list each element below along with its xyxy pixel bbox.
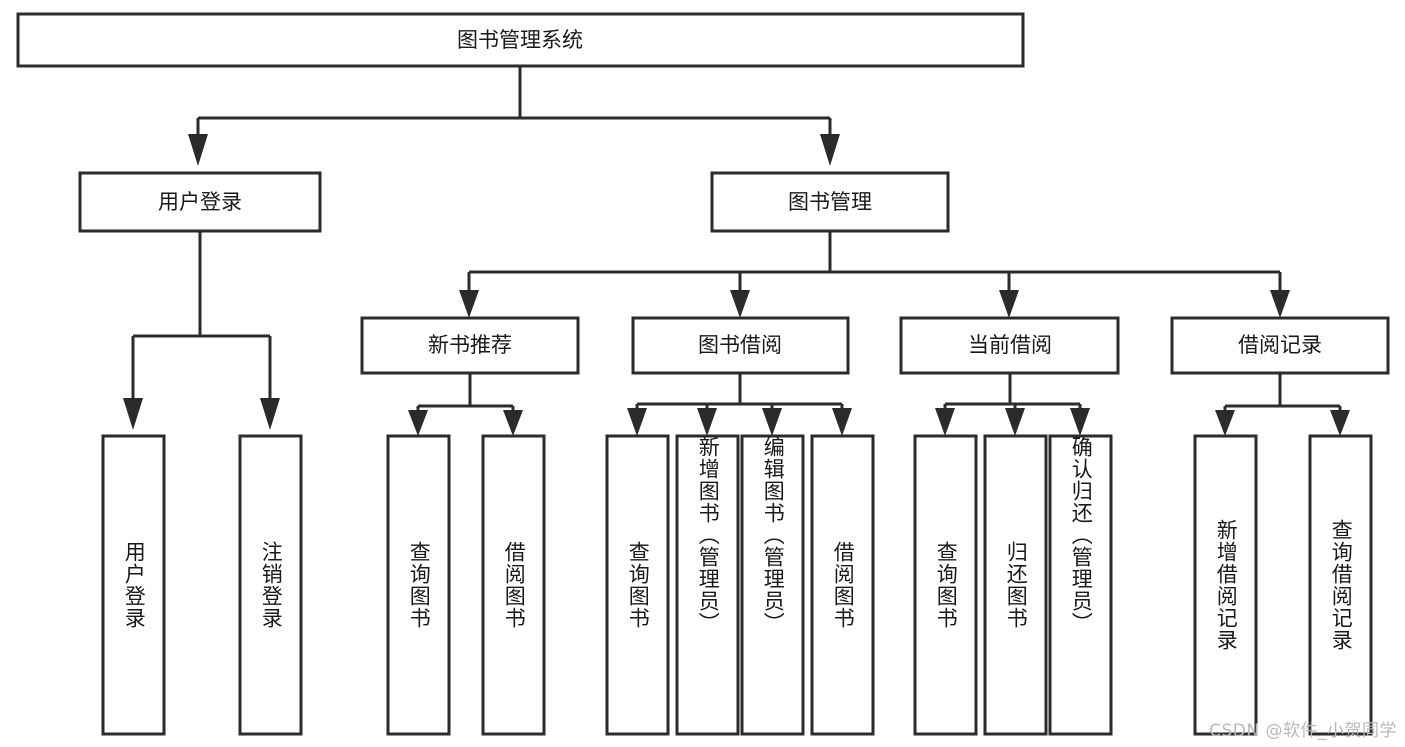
node-book-management[interactable]: 图书管理 bbox=[710, 171, 950, 233]
watermark-text: CSDN @软件_小贺同学 bbox=[1209, 721, 1397, 741]
leaf-box-add-borrow-record[interactable] bbox=[1193, 434, 1258, 736]
leaf-box-query-book-recommend[interactable] bbox=[386, 434, 451, 736]
node-borrow-record[interactable]: 借阅记录 bbox=[1170, 316, 1390, 375]
node-book-borrow-box bbox=[631, 316, 850, 375]
leaf-box-borrow-book[interactable] bbox=[810, 434, 875, 736]
arrow-head-book-borrow-3 bbox=[762, 408, 782, 436]
node-book-borrow[interactable]: 图书借阅 bbox=[631, 316, 850, 375]
leaf-box-add-book-admin[interactable] bbox=[675, 434, 740, 736]
leaf-box-return-book[interactable] bbox=[983, 434, 1048, 736]
arrow-head-level3-3 bbox=[999, 290, 1019, 318]
node-root[interactable]: 图书管理系统 bbox=[16, 12, 1025, 68]
arrow-head-level2-1 bbox=[188, 134, 208, 166]
arrow-head-level3-2 bbox=[730, 290, 750, 318]
arrow-head-current-borrow-1 bbox=[935, 408, 955, 436]
arrow-head-current-borrow-3 bbox=[1070, 408, 1090, 436]
node-borrow-record-box bbox=[1170, 316, 1390, 375]
arrow-head-book-borrow-1 bbox=[627, 408, 647, 436]
node-new-book-recommend-label: 新书推荐 bbox=[428, 333, 512, 357]
arrow-head-new-book-2 bbox=[503, 410, 523, 436]
arrow-head-book-borrow-4 bbox=[832, 408, 852, 436]
leaf-box-user-login[interactable] bbox=[101, 434, 166, 736]
node-borrow-record-label: 借阅记录 bbox=[1238, 333, 1322, 357]
node-book-management-label: 图书管理 bbox=[788, 190, 872, 214]
node-current-borrow-box bbox=[899, 316, 1120, 375]
node-user-login-label: 用户登录 bbox=[158, 190, 242, 214]
node-current-borrow[interactable]: 当前借阅 bbox=[899, 316, 1120, 375]
arrow-head-new-book-1 bbox=[408, 410, 428, 436]
arrow-head-borrow-record-2 bbox=[1330, 410, 1350, 436]
leaf-box-query-book-current[interactable] bbox=[913, 434, 978, 736]
arrow-head-level3-4 bbox=[1270, 290, 1290, 318]
node-user-login[interactable]: 用户登录 bbox=[78, 171, 322, 233]
arrow-head-book-borrow-2 bbox=[697, 408, 717, 436]
node-root-label: 图书管理系统 bbox=[457, 28, 583, 52]
leaf-box-edit-book-admin[interactable] bbox=[740, 434, 805, 736]
node-current-borrow-label: 当前借阅 bbox=[968, 333, 1052, 357]
leaf-box-borrow-book-recommend[interactable] bbox=[481, 434, 546, 736]
arrow-head-level3-1 bbox=[459, 290, 479, 318]
node-new-book-recommend[interactable]: 新书推荐 bbox=[360, 316, 580, 375]
arrow-head-borrow-record-1 bbox=[1215, 410, 1235, 436]
arrow-head-current-borrow-2 bbox=[1005, 408, 1025, 436]
arrow-head-user-login-1 bbox=[123, 398, 143, 430]
leaf-box-confirm-return-admin[interactable] bbox=[1048, 434, 1113, 736]
leaf-box-query-book-borrow[interactable] bbox=[605, 434, 670, 736]
arrow-head-user-login-2 bbox=[260, 398, 280, 430]
node-book-management-box bbox=[710, 171, 950, 233]
node-new-book-recommend-box bbox=[360, 316, 580, 375]
node-book-borrow-label: 图书借阅 bbox=[698, 333, 782, 357]
leaf-box-logout[interactable] bbox=[238, 434, 303, 736]
node-root-box bbox=[16, 12, 1025, 68]
leaf-box-query-borrow-record[interactable] bbox=[1308, 434, 1373, 736]
arrow-head-level2-2 bbox=[820, 134, 840, 166]
